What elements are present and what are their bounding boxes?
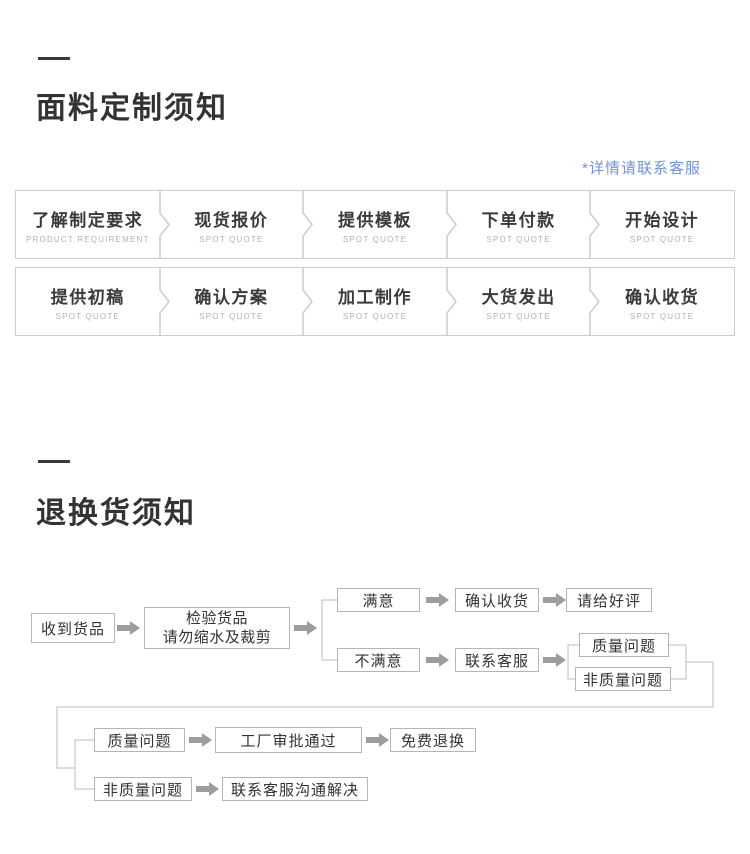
flow-box-unsatisfied: 不满意 [337, 648, 420, 672]
process-step: 下单付款 SPOT QUOTE [447, 191, 591, 258]
step-subtitle-en: SPOT QUOTE [486, 311, 551, 321]
flow-box-quality-issue-2: 质量问题 [94, 728, 185, 752]
returns-section-title: 退换货须知 [36, 497, 196, 530]
process-step: 加工制作 SPOT QUOTE [303, 268, 447, 335]
flow-box-inspect-goods: 检验货品 请勿缩水及裁剪 [144, 607, 290, 649]
step-title-zh: 现货报价 [194, 210, 269, 230]
flow-arrow-icon [543, 593, 566, 607]
step-subtitle-en: PRODUCT REQUIREMENT [26, 234, 150, 244]
process-row-1: 了解制定要求 PRODUCT REQUIREMENT 现货报价 SPOT QUO… [15, 190, 735, 259]
flow-arrow-icon [543, 653, 566, 667]
flow-box-contact-service: 联系客服 [455, 648, 539, 672]
process-step: 大货发出 SPOT QUOTE [447, 268, 591, 335]
section-dash [38, 57, 70, 60]
flow-arrow-icon [117, 621, 140, 635]
step-subtitle-en: SPOT QUOTE [199, 234, 264, 244]
contact-service-note: *详情请联系客服 [582, 160, 701, 177]
process-step: 确认方案 SPOT QUOTE [160, 268, 304, 335]
flow-arrow-icon [426, 593, 449, 607]
flow-box-free-exchange: 免费退换 [390, 728, 476, 752]
step-title-zh: 提供模板 [337, 210, 412, 230]
flow-arrow-icon [189, 733, 212, 747]
step-title-zh: 开始设计 [625, 210, 700, 230]
step-title-zh: 提供初稿 [50, 287, 125, 307]
customize-section-title: 面料定制须知 [36, 92, 228, 125]
flow-box-confirm-receipt: 确认收货 [455, 588, 539, 612]
step-title-zh: 大货发出 [481, 287, 556, 307]
flow-box-receive-goods: 收到货品 [31, 613, 115, 643]
step-subtitle-en: SPOT QUOTE [55, 311, 120, 321]
section-dash [38, 460, 70, 463]
process-row-2: 提供初稿 SPOT QUOTE 确认方案 SPOT QUOTE 加工制作 SPO… [15, 267, 735, 336]
flow-arrow-icon [366, 733, 389, 747]
process-step: 提供模板 SPOT QUOTE [303, 191, 447, 258]
flow-box-satisfied: 满意 [337, 588, 420, 612]
flow-connector-lines [56, 599, 714, 790]
inspect-line-1: 检验货品 [185, 610, 248, 627]
step-title-zh: 了解制定要求 [32, 210, 144, 230]
step-subtitle-en: SPOT QUOTE [342, 234, 408, 244]
flow-arrow-icon [294, 621, 317, 635]
step-subtitle-en: SPOT QUOTE [486, 234, 551, 244]
step-title-zh: 确认方案 [194, 287, 269, 307]
step-subtitle-en: SPOT QUOTE [342, 311, 408, 321]
flow-box-good-review: 请给好评 [566, 588, 652, 612]
step-subtitle-en: SPOT QUOTE [630, 311, 695, 321]
process-step: 开始设计 SPOT QUOTE [590, 191, 734, 258]
inspect-line-2: 请勿缩水及裁剪 [162, 629, 272, 646]
flow-box-non-quality-issue-2: 非质量问题 [94, 777, 192, 801]
process-step: 确认收货 SPOT QUOTE [590, 268, 734, 335]
flow-box-non-quality-issue: 非质量问题 [575, 667, 671, 691]
process-step: 提供初稿 SPOT QUOTE [16, 268, 160, 335]
step-subtitle-en: SPOT QUOTE [630, 234, 695, 244]
step-title-zh: 加工制作 [337, 287, 412, 307]
step-subtitle-en: SPOT QUOTE [199, 311, 264, 321]
flow-box-factory-approval: 工厂审批通过 [215, 727, 362, 753]
step-title-zh: 下单付款 [481, 210, 556, 230]
flow-arrow-icon [426, 653, 449, 667]
process-step: 现货报价 SPOT QUOTE [160, 191, 304, 258]
flow-box-contact-resolve: 联系客服沟通解决 [222, 777, 368, 801]
returns-flowchart: 收到货品 检验货品 请勿缩水及裁剪 满意 确认收货 请给好评 不满意 联系客服 … [0, 575, 750, 820]
flow-arrow-icon [196, 782, 219, 796]
process-step: 了解制定要求 PRODUCT REQUIREMENT [16, 191, 160, 258]
step-title-zh: 确认收货 [625, 287, 700, 307]
flow-box-quality-issue: 质量问题 [579, 633, 669, 657]
